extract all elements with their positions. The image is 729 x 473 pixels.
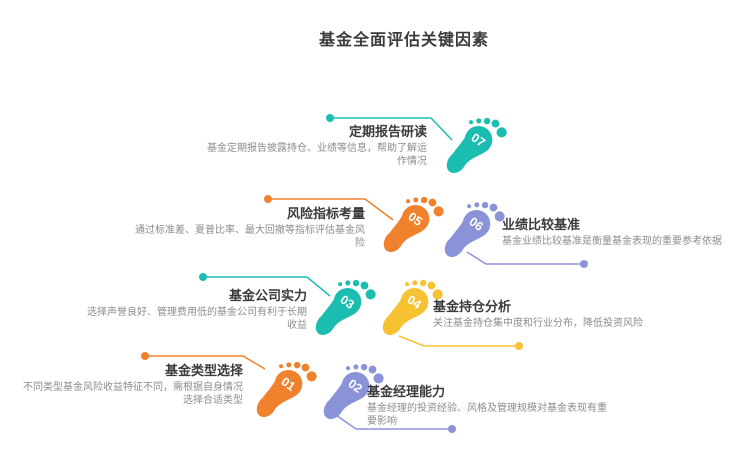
item-text-01: 基金类型选择 不同类型基金风险收益特征不同，需根据自身情况选择合适类型 <box>17 362 243 407</box>
item-desc: 选择声誉良好、管理费用低的基金公司有利于长期收益 <box>87 307 307 331</box>
connector-dot <box>264 195 272 203</box>
foot-number: 07 <box>468 131 487 150</box>
connector-dot <box>580 260 588 268</box>
item-text-02: 基金经理能力 基金经理的投资经验、风格及管理规模对基金表现有重要影响 <box>367 383 610 428</box>
footprint-02: 02 <box>327 355 373 429</box>
footprint-04: 04 <box>386 271 432 345</box>
item-text-03: 基金公司实力 选择声誉良好、管理费用低的基金公司有利于长期收益 <box>79 287 307 332</box>
connector-dot <box>515 342 523 350</box>
footprint-07: 07 <box>450 109 496 183</box>
item-text-05: 风险指标考量 通过标准差、夏普比率、最大回撤等指标评估基金风险 <box>133 205 365 250</box>
connector-dot <box>141 352 149 360</box>
item-desc: 不同类型基金风险收益特征不同，需根据自身情况选择合适类型 <box>23 382 243 406</box>
footprint-03: 03 <box>319 271 365 345</box>
foot-number: 05 <box>405 210 424 229</box>
item-title: 基金经理能力 <box>367 384 446 399</box>
foot-number: 01 <box>278 375 297 394</box>
item-title: 风险指标考量 <box>286 206 365 221</box>
connector-dot <box>326 114 334 122</box>
item-desc: 基金业绩比较基准是衡量基金表现的重要参考依据 <box>502 236 722 247</box>
connector-dot <box>199 273 207 281</box>
item-title: 基金持仓分析 <box>433 299 512 314</box>
footprint-01: 01 <box>260 353 306 427</box>
foot-number: 06 <box>466 215 485 234</box>
item-desc: 基金经理的投资经验、风格及管理规模对基金表现有重要影响 <box>367 403 607 427</box>
item-title: 基金公司实力 <box>228 288 307 303</box>
item-title: 定期报告研读 <box>348 124 427 139</box>
item-title: 业绩比较基准 <box>502 217 581 232</box>
item-desc: 通过标准差、夏普比率、最大回撤等指标评估基金风险 <box>135 225 365 249</box>
footprint-06: 06 <box>448 193 494 267</box>
item-desc: 基金定期报告披露持仓、业绩等信息，帮助了解运作情况 <box>207 143 427 167</box>
item-title: 基金类型选择 <box>164 363 243 378</box>
item-text-06: 业绩比较基准 基金业绩比较基准是衡量基金表现的重要参考依据 <box>502 216 729 248</box>
item-text-04: 基金持仓分析 关注基金持仓集中度和行业分布，降低投资风险 <box>433 298 648 330</box>
footprint-05: 05 <box>387 188 433 262</box>
foot-number: 04 <box>404 293 423 312</box>
foot-number: 03 <box>337 293 356 312</box>
page-title: 基金全面评估关键因素 <box>318 32 490 49</box>
item-desc: 关注基金持仓集中度和行业分布，降低投资风险 <box>433 318 643 329</box>
item-text-07: 定期报告研读 基金定期报告披露持仓、业绩等信息，帮助了解运作情况 <box>207 123 427 168</box>
foot-number: 02 <box>345 377 364 396</box>
